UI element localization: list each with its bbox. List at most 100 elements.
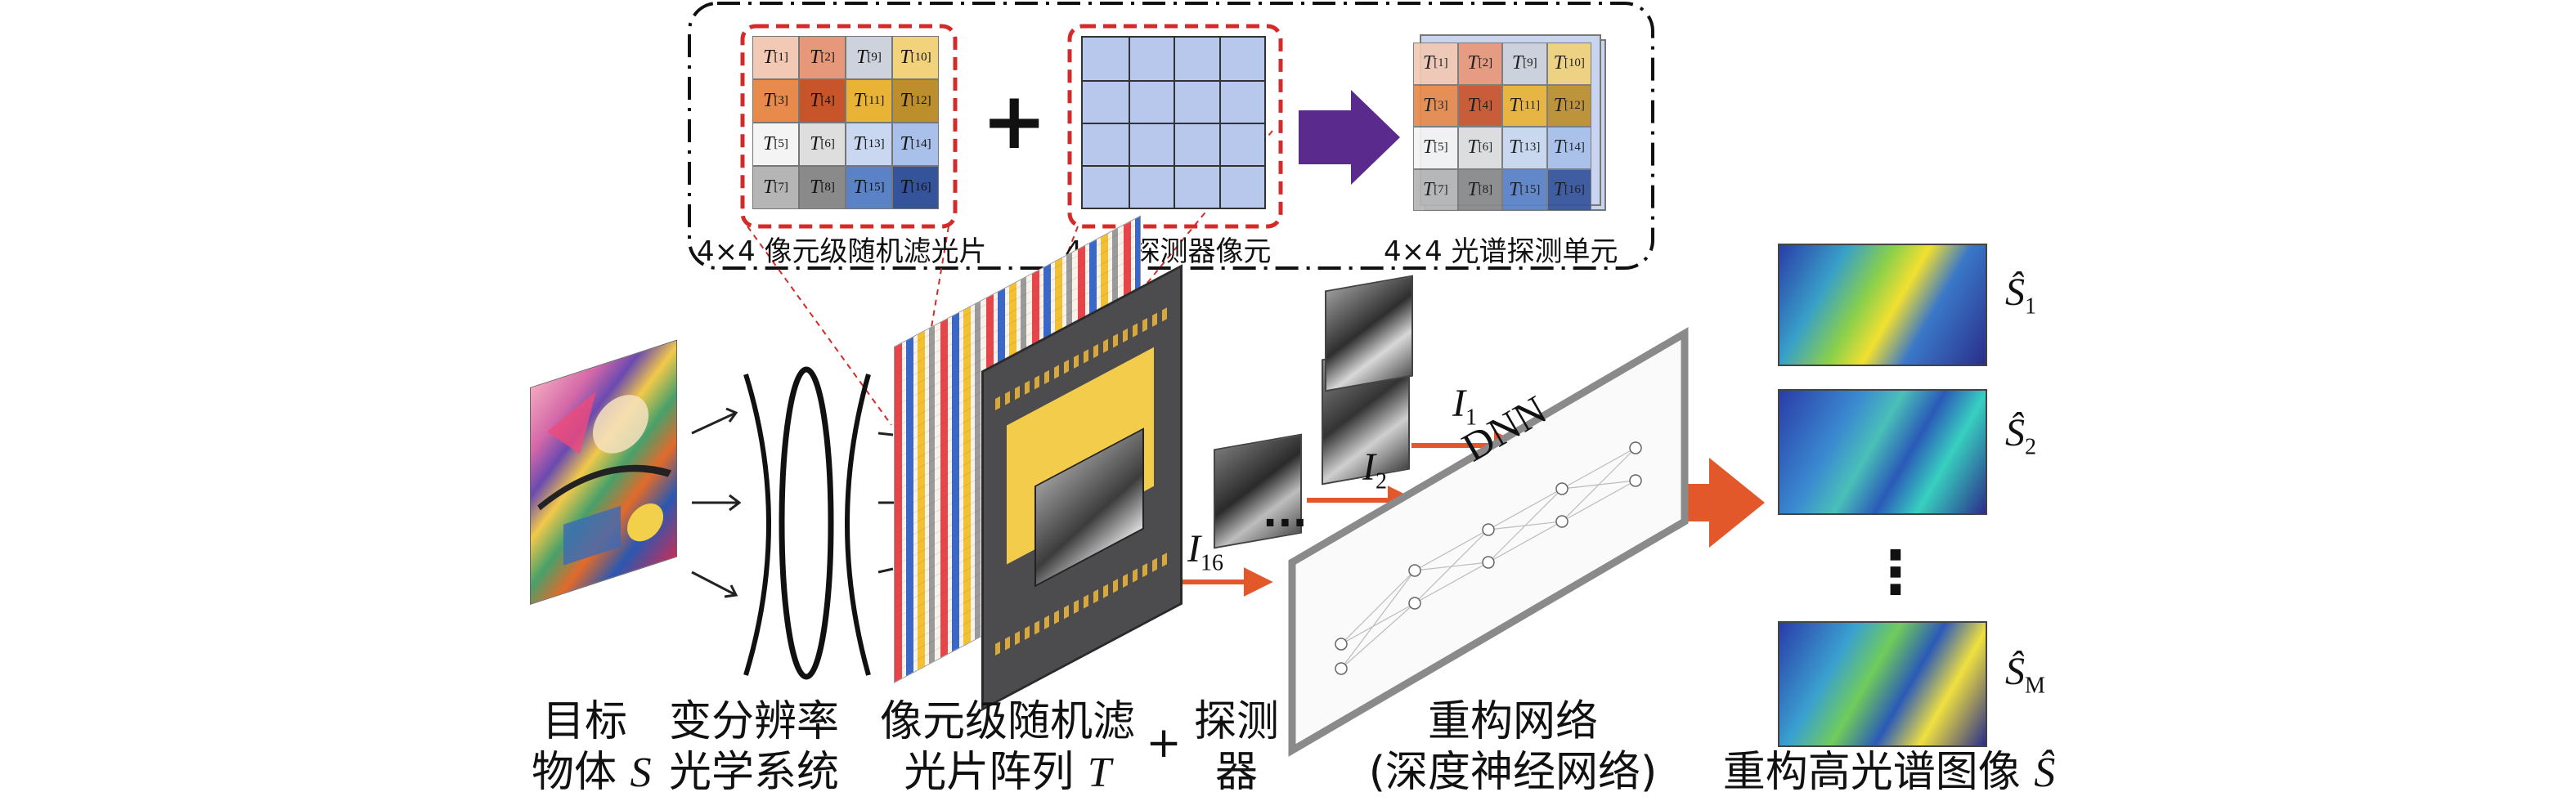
filter-grid-cell-index: [9] (867, 51, 882, 64)
filter-grid-cell-label: T (763, 47, 774, 68)
filter-grid-caption: 4×4 像元级随机滤光片 (697, 235, 987, 268)
filter-grid-cell: T[15] (846, 166, 892, 209)
spectral-unit-cell: T[15] (1502, 168, 1547, 211)
wavefront-right (845, 374, 871, 676)
output-image-1 (1778, 244, 1987, 366)
output-image-m (1778, 621, 1987, 747)
filter-grid-cell-index: [1] (774, 51, 788, 64)
spectral-unit-cell: T[1] (1413, 43, 1458, 85)
intensity-label-2: I2 (1362, 445, 1387, 495)
spectral-unit-cell-label: T (1467, 52, 1479, 74)
spectral-unit-cell-label: T (1553, 178, 1564, 200)
spectral-unit-cell-index: [5] (1434, 141, 1448, 154)
filter-grid-cell: T[16] (892, 166, 939, 209)
spectral-unit-cell-index: [6] (1478, 141, 1493, 154)
spectral-unit-cell-label: T (1553, 136, 1564, 159)
dnn-panel (1288, 327, 1689, 757)
filter-grid-cell: T[4] (799, 79, 846, 123)
filter-grid-cell: T[13] (846, 123, 892, 166)
filter-grid-cell: T[6] (799, 123, 846, 166)
spectral-unit-cell-label: T (1509, 94, 1520, 116)
spectral-unit-cell-label: T (1467, 178, 1479, 200)
detector-grid-line (1083, 165, 1264, 167)
spectral-unit-cell-label: T (1467, 94, 1479, 116)
filter-grid-cell-label: T (763, 90, 774, 111)
spectral-unit-cell-index: [8] (1478, 182, 1493, 196)
spectral-unit-cell-index: [13] (1519, 141, 1541, 154)
filter-highlight-box (740, 24, 958, 229)
spectral-unit-cell-label: T (1509, 178, 1520, 200)
spectral-unit-cell-index: [11] (1519, 98, 1541, 112)
caption-optics: 变分辨率 光学系统 (668, 697, 839, 797)
lens (779, 366, 834, 680)
spectral-unit-cell-label: T (1422, 94, 1434, 116)
spectral-unit-cell: T[4] (1457, 84, 1502, 127)
spectral-unit-cell: T[12] (1546, 84, 1591, 127)
spectral-unit-cell-index: [7] (1434, 182, 1448, 196)
detector-grid-line (1083, 123, 1264, 124)
filter-grid-cell-label: T (853, 177, 864, 198)
filter-grid-cell-index: [5] (774, 137, 788, 150)
filter-grid-cell: T[11] (846, 79, 892, 123)
filter-grid-cell-label: T (810, 90, 821, 111)
inset-box-border (688, 2, 1654, 270)
spectral-unit-cell: T[3] (1413, 84, 1458, 127)
output-ellipsis: ⋮ (1866, 538, 1925, 606)
spectral-unit-cell-index: [3] (1434, 98, 1448, 112)
output-label-1: Ŝ1 (2005, 271, 2036, 320)
wavefront-left (743, 374, 771, 676)
intensity-ellipsis: ... (1263, 490, 1308, 536)
filter-grid-cell-label: T (900, 90, 911, 111)
filter-grid-cell-label: T (763, 177, 774, 198)
detector-grid (1081, 36, 1266, 209)
spectral-unit-cell: T[5] (1413, 127, 1458, 169)
filter-grid-cell-label: T (853, 90, 864, 111)
light-rays (691, 407, 742, 598)
filter-grid-cell-index: [6] (820, 137, 835, 150)
filter-grid-cell-label: T (810, 133, 821, 154)
filter-grid-cell-label: T (856, 47, 868, 68)
spectral-unit-cell-label: T (1553, 94, 1564, 116)
spectral-unit-cell-index: [15] (1519, 182, 1541, 196)
filter-grid-cell: T[5] (752, 123, 799, 166)
filter-grid-cell-index: [14] (910, 137, 931, 150)
filter-grid-cell-label: T (810, 47, 821, 68)
filter-grid-cell-index: [10] (910, 51, 931, 64)
filter-grid-cell: T[9] (846, 36, 892, 79)
filter-grid-cell-index: [16] (910, 181, 931, 194)
spectral-unit-cell-index: [4] (1478, 98, 1493, 112)
filter-grid-cell-label: T (900, 133, 911, 154)
output-arrow (1649, 458, 1765, 548)
spectral-unit-cell: T[9] (1502, 43, 1547, 85)
caption-detector: 探测 器 (1193, 697, 1279, 797)
spectral-unit-cell: T[7] (1413, 168, 1458, 211)
output-label-2: Ŝ2 (2005, 411, 2036, 460)
intensity-label-16: I16 (1187, 527, 1223, 576)
filter-grid-cell: T[1] (752, 36, 799, 79)
filter-grid-cell-index: [4] (820, 94, 835, 107)
target-object-pattern (537, 391, 672, 566)
filter-grid-cell-index: [13] (864, 137, 885, 150)
merge-arrow (1299, 90, 1400, 185)
spectral-unit-cell: T[2] (1457, 43, 1502, 85)
spectral-unit-cell-index: [12] (1564, 98, 1585, 112)
caption-target: 目标 物体 S (532, 697, 652, 797)
caption-network: 重构网络 (深度神经网络) (1368, 697, 1658, 797)
spectral-unit-cell: T[16] (1546, 168, 1591, 211)
spectral-unit-cell: T[14] (1546, 127, 1591, 169)
filter-grid-cell-label: T (900, 177, 911, 198)
spectral-unit-cell: T[10] (1546, 43, 1591, 85)
filter-grid-cell-index: [7] (774, 181, 788, 194)
caption-filter-array: 像元级随机滤 光片阵列 T (879, 697, 1135, 797)
spectral-unit-cell-label: T (1422, 52, 1434, 74)
filter-grid-cell-index: [11] (864, 94, 885, 107)
filter-grid-cell: T[3] (752, 79, 799, 123)
spectral-unit-cell-index: [10] (1564, 56, 1585, 70)
filter-grid-cell: T[10] (892, 36, 939, 79)
spectral-unit-grid: T[1]T[2]T[9]T[10]T[3]T[4]T[11]T[12]T[5]T… (1413, 43, 1591, 211)
spectral-unit-cell-index: [16] (1564, 182, 1585, 196)
filter-grid-cell-index: [12] (910, 94, 931, 107)
plus-sign: + (981, 75, 1048, 167)
filter-grid-cell-label: T (853, 133, 864, 154)
spectral-unit-cell-index: [1] (1434, 56, 1448, 70)
